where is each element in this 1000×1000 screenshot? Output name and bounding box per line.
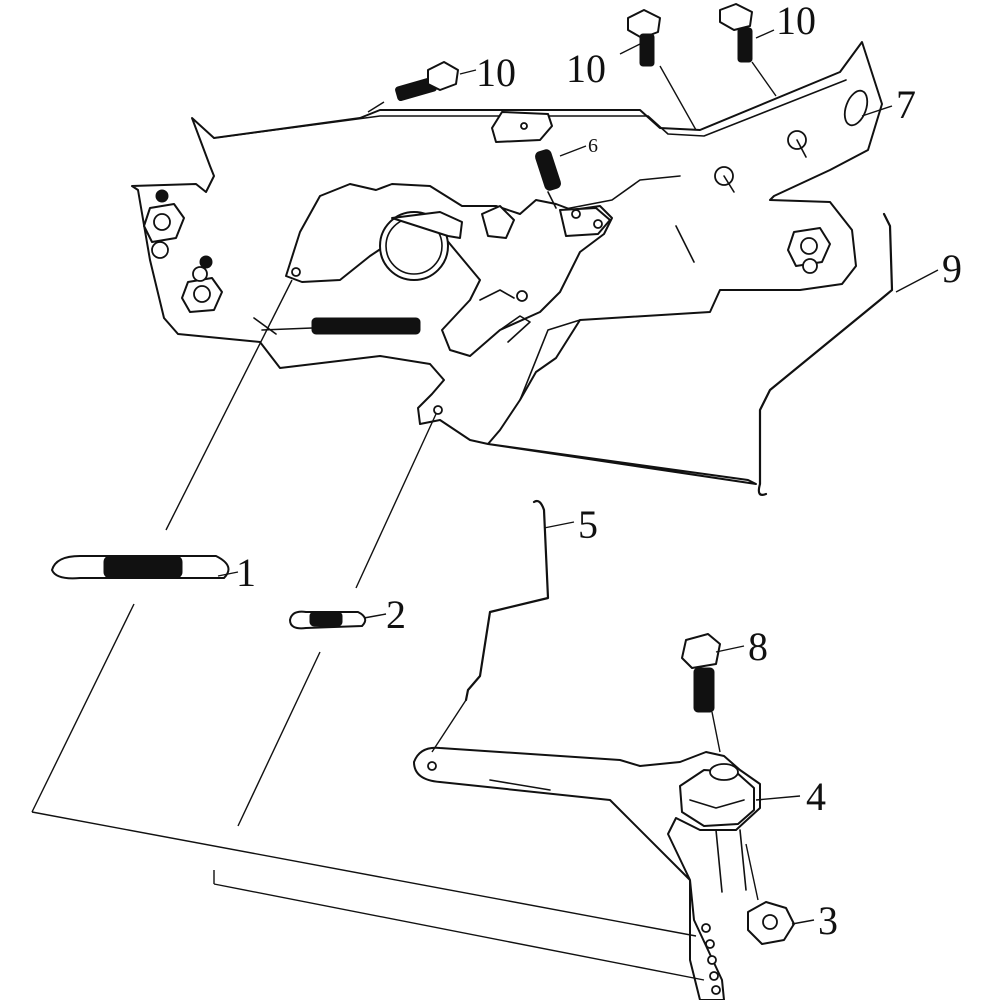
callout-labels: 1 2 3 4 5 6 7 8 9 10 10 10 bbox=[236, 0, 962, 943]
callout-10-left: 10 bbox=[476, 50, 516, 95]
callout-6: 6 bbox=[588, 135, 598, 157]
nut-3 bbox=[747, 901, 795, 945]
spring-1 bbox=[51, 555, 230, 580]
callout-10-right: 10 bbox=[776, 0, 816, 43]
callout-9: 9 bbox=[942, 246, 962, 291]
spring-2 bbox=[289, 610, 367, 630]
bolt-10-left bbox=[395, 61, 459, 102]
callout-4: 4 bbox=[806, 774, 826, 819]
callout-1: 1 bbox=[236, 550, 256, 595]
callout-5: 5 bbox=[578, 502, 598, 547]
leader-lines bbox=[31, 29, 939, 981]
bolt-10-center bbox=[627, 9, 661, 67]
rod-9 bbox=[757, 212, 894, 496]
spring-small-6 bbox=[535, 149, 561, 209]
bolt-10-right bbox=[719, 3, 753, 63]
callout-2: 2 bbox=[386, 592, 406, 637]
rod-5 bbox=[464, 499, 550, 702]
lever-mechanism bbox=[253, 183, 613, 415]
stud-right bbox=[787, 227, 831, 274]
callout-3: 3 bbox=[818, 898, 838, 943]
callout-10-center: 10 bbox=[566, 46, 606, 91]
callout-7: 7 bbox=[896, 82, 916, 127]
bolt-8 bbox=[681, 633, 721, 713]
stud-left-top bbox=[143, 189, 185, 259]
callout-8: 8 bbox=[748, 624, 768, 669]
lower-lever bbox=[413, 746, 761, 1000]
stud-left-bottom bbox=[181, 255, 223, 313]
